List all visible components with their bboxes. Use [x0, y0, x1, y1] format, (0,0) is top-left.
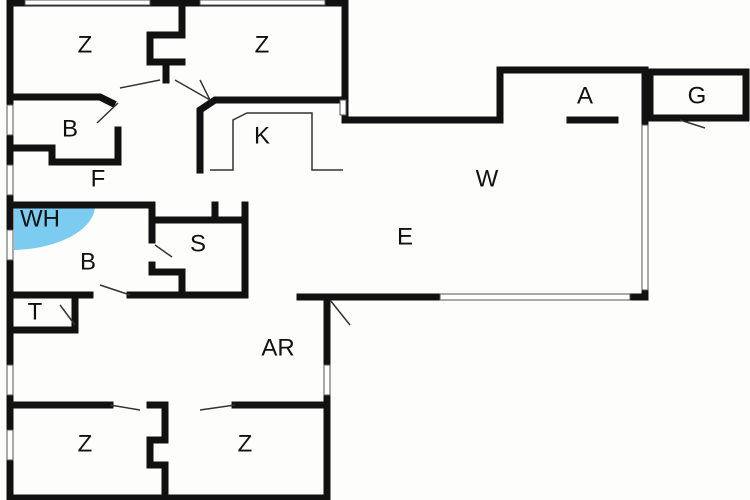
room-wh: WH: [20, 205, 60, 232]
room-k: K: [254, 122, 270, 149]
room-z-bottom-right: Z: [238, 430, 253, 457]
room-z-bottom-left: Z: [78, 430, 93, 457]
room-f: F: [91, 165, 106, 192]
room-z-top-right: Z: [255, 31, 270, 58]
room-w: W: [476, 165, 499, 192]
room-e: E: [397, 223, 413, 250]
doors: [59, 79, 706, 411]
room-s: S: [190, 230, 206, 257]
wh-zone: [14, 208, 95, 250]
room-ar: AR: [261, 334, 294, 361]
room-b-lower: B: [80, 248, 96, 275]
windows: [6, 0, 649, 461]
room-b-upper: B: [62, 115, 78, 142]
room-g: G: [688, 82, 707, 109]
room-z-top-left: Z: [78, 31, 93, 58]
room-t: T: [28, 298, 43, 325]
room-a: A: [577, 82, 593, 109]
room-labels: Z Z B K F W A G WH E B S T AR Z Z: [20, 31, 706, 457]
walls: [6, 0, 750, 500]
